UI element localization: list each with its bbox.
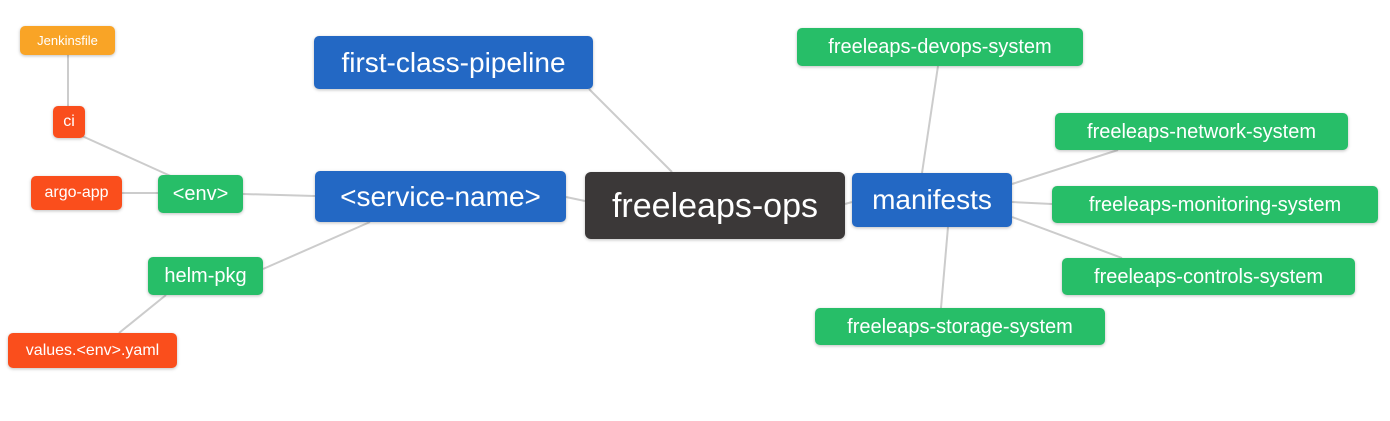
node-first-class-pipeline[interactable]: first-class-pipeline [314, 36, 593, 89]
node-argo-app[interactable]: argo-app [31, 176, 122, 210]
edge-service-name-freeleaps-ops [565, 196, 586, 202]
node-ci[interactable]: ci [53, 106, 85, 138]
edge-manifests-freeleaps-storage-system [940, 226, 949, 309]
edge-helm-pkg-values-env-yaml [118, 294, 167, 334]
node-freeleaps-monitoring-system[interactable]: freeleaps-monitoring-system [1052, 186, 1378, 223]
node-env[interactable]: <env> [158, 175, 243, 213]
edge-manifests-freeleaps-devops-system [921, 65, 939, 174]
node-freeleaps-controls-system[interactable]: freeleaps-controls-system [1062, 258, 1355, 295]
edge-manifests-freeleaps-monitoring-system [1011, 201, 1053, 205]
edge-first-class-pipeline-freeleaps-ops [588, 88, 673, 173]
node-service-name[interactable]: <service-name> [315, 171, 566, 222]
node-manifests[interactable]: manifests [852, 173, 1012, 227]
node-jenkinsfile[interactable]: Jenkinsfile [20, 26, 115, 55]
node-freeleaps-devops-system[interactable]: freeleaps-devops-system [797, 28, 1083, 66]
node-freeleaps-ops[interactable]: freeleaps-ops [585, 172, 845, 239]
edge-freeleaps-ops-manifests [844, 201, 853, 205]
node-helm-pkg[interactable]: helm-pkg [148, 257, 263, 295]
node-freeleaps-storage-system[interactable]: freeleaps-storage-system [815, 308, 1105, 345]
edge-helm-pkg-service-name [262, 221, 371, 270]
node-values-env-yaml[interactable]: values.<env>.yaml [8, 333, 177, 368]
edge-ci-env [81, 135, 176, 179]
edge-manifests-freeleaps-controls-system [1011, 216, 1123, 259]
edge-env-service-name [242, 193, 316, 197]
edge-manifests-freeleaps-network-system [1011, 149, 1119, 185]
node-freeleaps-network-system[interactable]: freeleaps-network-system [1055, 113, 1348, 150]
